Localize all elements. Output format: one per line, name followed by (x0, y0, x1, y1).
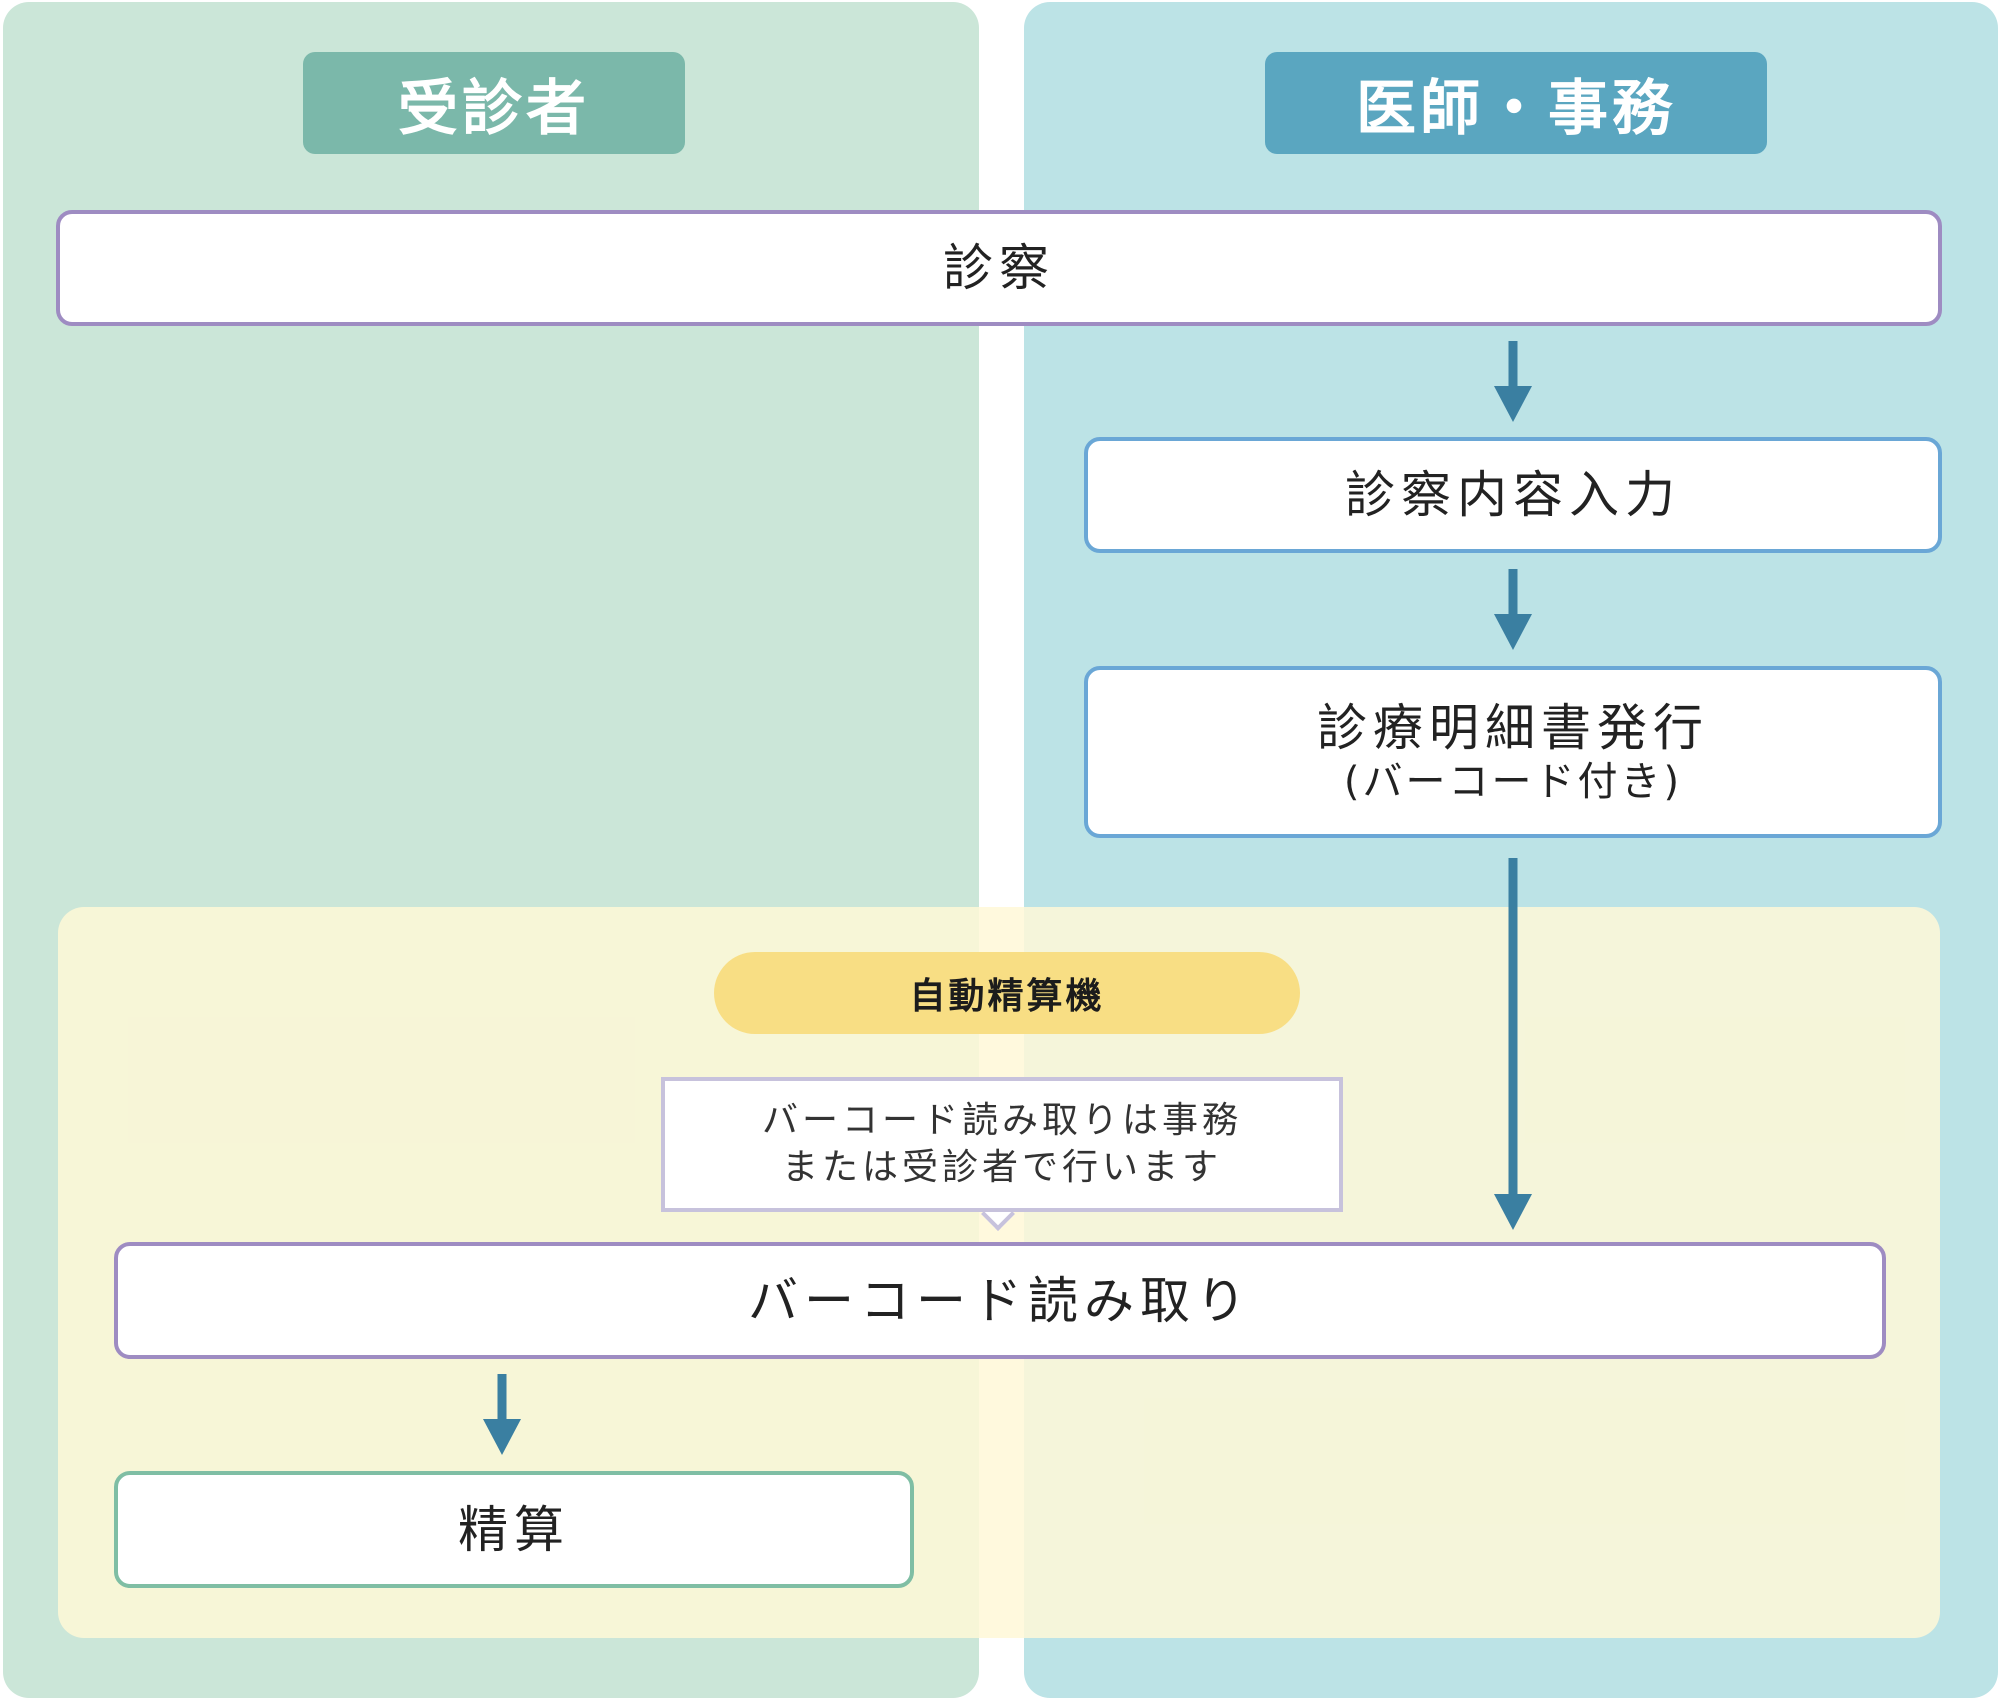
step-examination-label: 診察 (943, 239, 1055, 297)
step-examination: 診察 (56, 210, 1942, 326)
step-payment-label: 精算 (458, 1500, 570, 1559)
step-input-label: 診察内容入力 (1345, 466, 1681, 524)
arrow-group (483, 341, 1532, 1455)
arrow-barcode-to-payment (483, 1374, 521, 1455)
step-barcode-read: バーコード読み取り (114, 1242, 1886, 1359)
barcode-note: バーコード読み取りは事務 または受診者で行います (661, 1077, 1343, 1212)
step-payment: 精算 (114, 1471, 914, 1588)
arrow-statement-to-barcode (1494, 858, 1532, 1230)
step-input: 診察内容入力 (1084, 437, 1942, 553)
step-barcode-read-label: バーコード読み取り (748, 1271, 1252, 1330)
barcode-note-line1: バーコード読み取りは事務 (761, 1099, 1242, 1141)
step-statement: 診療明細書発行 (バーコード付き) (1084, 666, 1942, 838)
arrow-examination-to-input (1494, 341, 1532, 422)
arrow-input-to-statement (1494, 569, 1532, 650)
barcode-note-line2: または受診者で行います (781, 1146, 1222, 1188)
auto-payment-label: 自動精算機 (714, 952, 1300, 1034)
staff-lane-title: 医師・事務 (1265, 52, 1767, 154)
step-statement-label: 診療明細書発行 (1317, 699, 1709, 757)
patient-lane-title: 受診者 (303, 52, 685, 154)
step-statement-sublabel: (バーコード付き) (1343, 759, 1683, 805)
